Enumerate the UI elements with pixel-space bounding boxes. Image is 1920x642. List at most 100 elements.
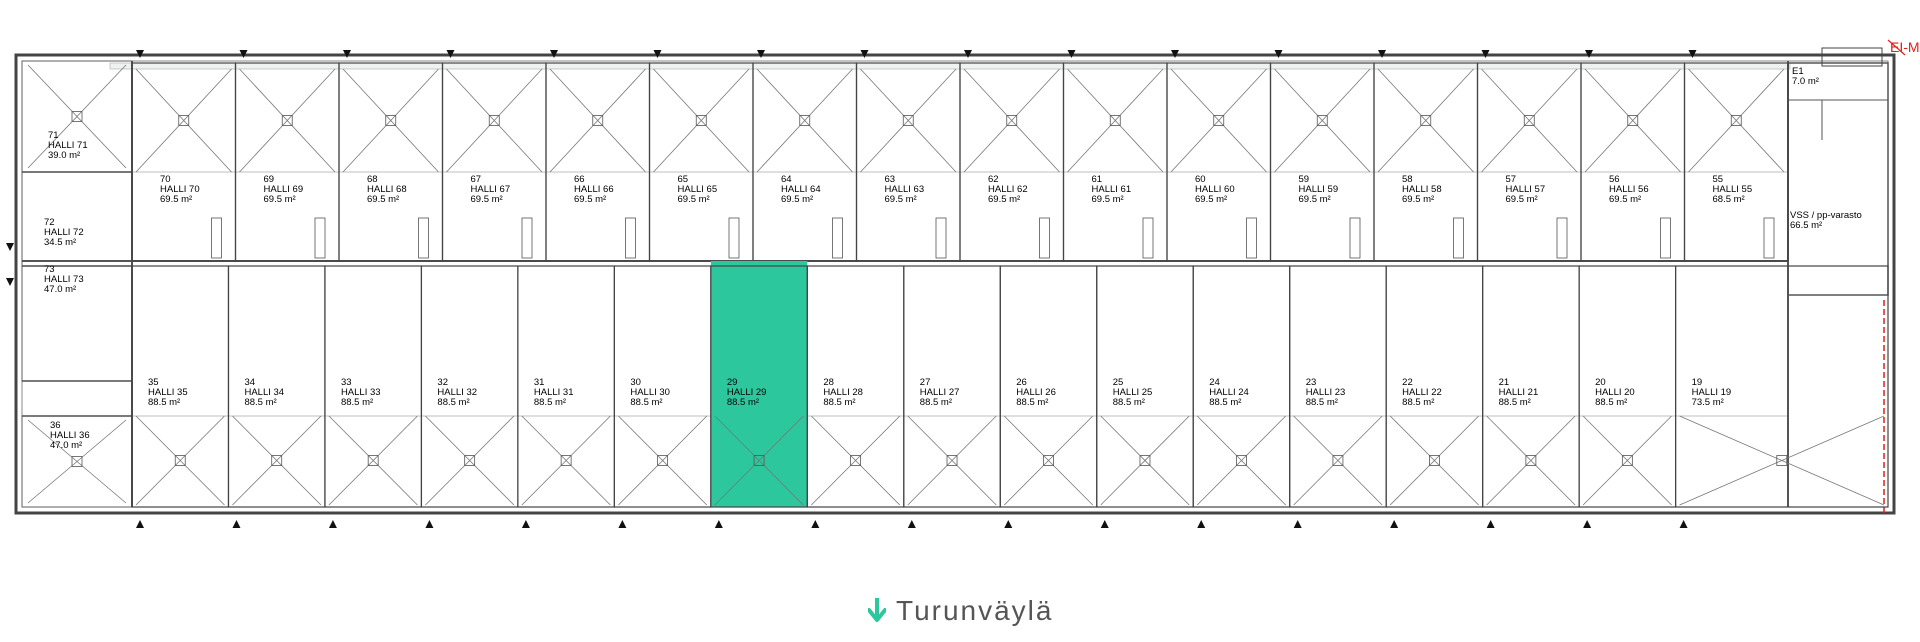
- unit-55-name: HALLI 55: [1713, 184, 1753, 195]
- door-marker-icon: [714, 520, 723, 528]
- door-marker-icon: [811, 520, 820, 528]
- door-marker-icon: [232, 520, 241, 528]
- door-marker-icon: [1197, 520, 1206, 528]
- unit-67-number: 67: [471, 174, 482, 185]
- unit-69-area: 69.5 m²: [264, 194, 296, 205]
- unit-20-area: 88.5 m²: [1595, 397, 1627, 408]
- door-marker-icon: [425, 520, 434, 528]
- unit-73-area: 47.0 m²: [44, 284, 76, 295]
- unit-57-area: 69.5 m²: [1506, 194, 1538, 205]
- unit-28-number: 28: [823, 377, 834, 388]
- unit-24-area: 88.5 m²: [1209, 397, 1241, 408]
- unit-19-area: 73.5 m²: [1692, 397, 1724, 408]
- unit-71-number: 71: [48, 130, 59, 141]
- unit-64-name: HALLI 64: [781, 184, 821, 195]
- unit-69-number: 69: [264, 174, 275, 185]
- door-marker-icon: [1171, 50, 1179, 58]
- unit-68-number: 68: [367, 174, 378, 185]
- unit-55-area: 68.5 m²: [1713, 194, 1745, 205]
- door-marker-icon: [136, 50, 144, 58]
- door-marker-icon: [6, 278, 14, 286]
- unit-60-area: 69.5 m²: [1195, 194, 1227, 205]
- door-marker-icon: [618, 520, 627, 528]
- unit-31-name: HALLI 31: [534, 387, 574, 398]
- unit-58-name: HALLI 58: [1402, 184, 1442, 195]
- door-marker-icon: [1679, 520, 1688, 528]
- unit-21-name: HALLI 21: [1499, 387, 1539, 398]
- unit-61-name: HALLI 61: [1092, 184, 1132, 195]
- room-e1[interactable]: E17.0 m²: [1792, 66, 1819, 87]
- unit-55-number: 55: [1713, 174, 1724, 185]
- unit-22-number: 22: [1402, 377, 1413, 388]
- unit-26-name: HALLI 26: [1016, 387, 1056, 398]
- unit-36-number: 36: [50, 420, 61, 431]
- unit-23-number: 23: [1306, 377, 1317, 388]
- unit-21-area: 88.5 m²: [1499, 397, 1531, 408]
- unit-25-area: 88.5 m²: [1113, 397, 1145, 408]
- unit-27-area: 88.5 m²: [920, 397, 952, 408]
- arrow-down-icon: [868, 598, 886, 622]
- unit-67-name: HALLI 67: [471, 184, 511, 195]
- unit-69-name: HALLI 69: [264, 184, 304, 195]
- door-marker-icon: [239, 50, 248, 58]
- unit-64-area: 69.5 m²: [781, 194, 813, 205]
- unit-36-area: 47.0 m²: [50, 440, 82, 451]
- room-0-number: E1: [1792, 66, 1804, 77]
- door-marker-icon: [907, 520, 916, 528]
- unit-21-number: 21: [1499, 377, 1510, 388]
- unit-65-area: 69.5 m²: [678, 194, 710, 205]
- unit-56-number: 56: [1609, 174, 1620, 185]
- unit-68-name: HALLI 68: [367, 184, 407, 195]
- door-marker-icon: [1378, 50, 1386, 58]
- unit-20-name: HALLI 20: [1595, 387, 1635, 398]
- door-marker-icon: [860, 50, 869, 58]
- unit-61-area: 69.5 m²: [1092, 194, 1124, 205]
- unit-59-name: HALLI 59: [1299, 184, 1339, 195]
- unit-19-name: HALLI 19: [1692, 387, 1732, 398]
- door-marker-icon: [1481, 50, 1490, 58]
- unit-63-number: 63: [885, 174, 896, 185]
- unit-31-area: 88.5 m²: [534, 397, 566, 408]
- door-marker-icon: [964, 50, 972, 58]
- unit-70-name: HALLI 70: [160, 184, 200, 195]
- unit-73-number: 73: [44, 264, 55, 275]
